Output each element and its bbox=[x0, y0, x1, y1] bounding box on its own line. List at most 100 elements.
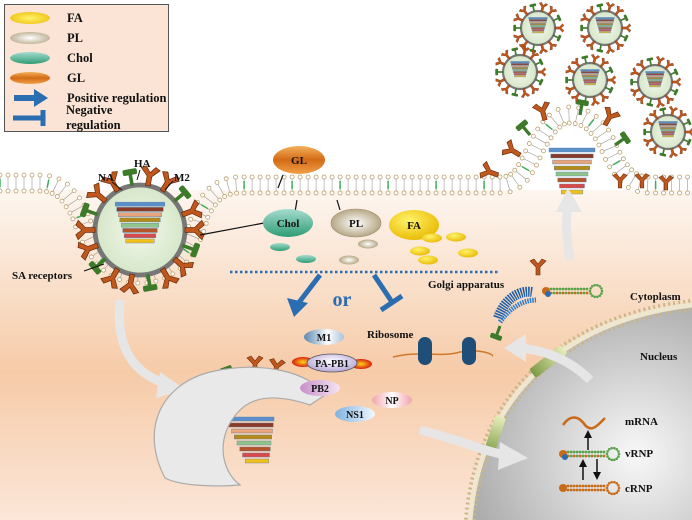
lipid-head bbox=[566, 104, 572, 110]
ha-spike bbox=[621, 23, 632, 33]
genome-segment bbox=[512, 67, 528, 70]
lipid-head bbox=[596, 142, 602, 148]
lipid-head bbox=[71, 188, 77, 194]
genome-segment bbox=[595, 17, 615, 20]
lipid-head bbox=[669, 190, 675, 196]
genome-segment bbox=[646, 75, 664, 78]
lipid-head bbox=[519, 155, 525, 161]
genome-segment bbox=[119, 217, 161, 223]
lipid-head bbox=[223, 176, 229, 182]
ha-spike bbox=[547, 5, 558, 16]
ha-spike bbox=[648, 144, 659, 155]
lipid-head bbox=[47, 173, 52, 179]
lipid-head bbox=[537, 155, 543, 161]
genome-segment bbox=[583, 79, 597, 82]
gl-label: GL bbox=[291, 155, 307, 167]
lipid-head bbox=[617, 149, 623, 155]
lipid-head bbox=[170, 271, 176, 277]
lipid-head bbox=[585, 108, 591, 114]
nucleus bbox=[470, 305, 692, 520]
na-spike bbox=[142, 274, 158, 292]
lipid-head bbox=[425, 190, 431, 196]
budding-arrow bbox=[561, 204, 575, 261]
ha-spike bbox=[75, 219, 96, 241]
genome-segment bbox=[557, 177, 587, 183]
lipid-head bbox=[583, 126, 589, 132]
ha-spike bbox=[181, 199, 203, 219]
na-spike bbox=[534, 78, 544, 86]
ha-spike bbox=[547, 40, 558, 51]
genome-segment bbox=[659, 125, 677, 128]
ha-spike bbox=[140, 165, 161, 187]
genome-segment bbox=[582, 77, 598, 80]
lipid-head bbox=[526, 141, 532, 146]
ns1-label: NS1 bbox=[346, 410, 364, 421]
nuclear-import-arrow-head bbox=[498, 442, 528, 470]
virion bbox=[75, 165, 205, 295]
lipid-head bbox=[377, 190, 383, 196]
pl-oval bbox=[330, 208, 382, 238]
genome-segment bbox=[581, 71, 599, 74]
chol-oval bbox=[263, 209, 313, 237]
positive-regulation-arrow-head bbox=[287, 298, 308, 317]
lipid-head bbox=[677, 174, 683, 180]
ha-spike bbox=[529, 49, 540, 60]
lipid-head bbox=[541, 148, 546, 154]
ha-spike bbox=[635, 94, 646, 105]
ha-spike bbox=[565, 86, 576, 95]
rnp-glyph bbox=[559, 480, 621, 496]
ha-spike bbox=[643, 138, 654, 147]
na-spike bbox=[534, 58, 544, 66]
ha-spike bbox=[630, 88, 641, 97]
lipid-head bbox=[473, 174, 479, 180]
nucleus-label: Nucleus bbox=[640, 351, 678, 363]
lipid-head bbox=[465, 190, 471, 196]
na-spike bbox=[604, 66, 614, 74]
genome-segment bbox=[548, 147, 596, 153]
genome-segment bbox=[532, 31, 544, 34]
na-spike bbox=[682, 118, 692, 126]
lipid-head bbox=[305, 190, 311, 196]
cholesterol-in-membrane bbox=[545, 123, 553, 131]
lipid-head bbox=[393, 190, 399, 196]
genome-segment bbox=[662, 135, 674, 138]
lipid-head bbox=[313, 174, 319, 180]
lipid-head bbox=[441, 190, 447, 196]
genome-segment bbox=[647, 79, 663, 82]
lipid-head bbox=[67, 210, 73, 216]
np-label: NP bbox=[385, 396, 398, 407]
lipid-head bbox=[544, 141, 550, 147]
lipid-head bbox=[0, 188, 3, 194]
legend-item-fa: FA bbox=[5, 9, 83, 27]
lipid-head bbox=[37, 188, 43, 194]
ribosome-2 bbox=[462, 337, 476, 365]
ha-spike bbox=[635, 59, 646, 70]
ha-spike bbox=[605, 2, 616, 12]
genome-segment bbox=[659, 123, 677, 126]
lipid-head bbox=[457, 190, 463, 196]
genome-segment bbox=[116, 207, 164, 212]
ha-spike bbox=[565, 65, 576, 74]
lipid-head bbox=[592, 136, 598, 142]
lipid-head bbox=[588, 130, 594, 136]
ha-spike bbox=[529, 258, 547, 276]
virion bbox=[565, 54, 617, 106]
cholesterol-in-membrane bbox=[200, 203, 209, 210]
or-label: or bbox=[333, 289, 352, 311]
lipid-head bbox=[233, 174, 238, 180]
ribosome-label: Ribosome bbox=[367, 329, 414, 341]
fa-label: FA bbox=[407, 220, 421, 232]
na-spike bbox=[515, 119, 532, 137]
lipid-head bbox=[64, 181, 70, 187]
lipid-head bbox=[561, 121, 567, 127]
lipid-head bbox=[203, 221, 209, 226]
lipid-head bbox=[305, 174, 311, 180]
lipid-head bbox=[685, 174, 691, 180]
ha-spike bbox=[119, 273, 140, 295]
genome-segment bbox=[529, 21, 547, 24]
ha-spike bbox=[159, 267, 180, 289]
cholesterol-in-membrane bbox=[612, 160, 621, 166]
lipid-head bbox=[369, 190, 375, 196]
ha-spike bbox=[580, 13, 591, 22]
na-spike bbox=[630, 78, 638, 86]
